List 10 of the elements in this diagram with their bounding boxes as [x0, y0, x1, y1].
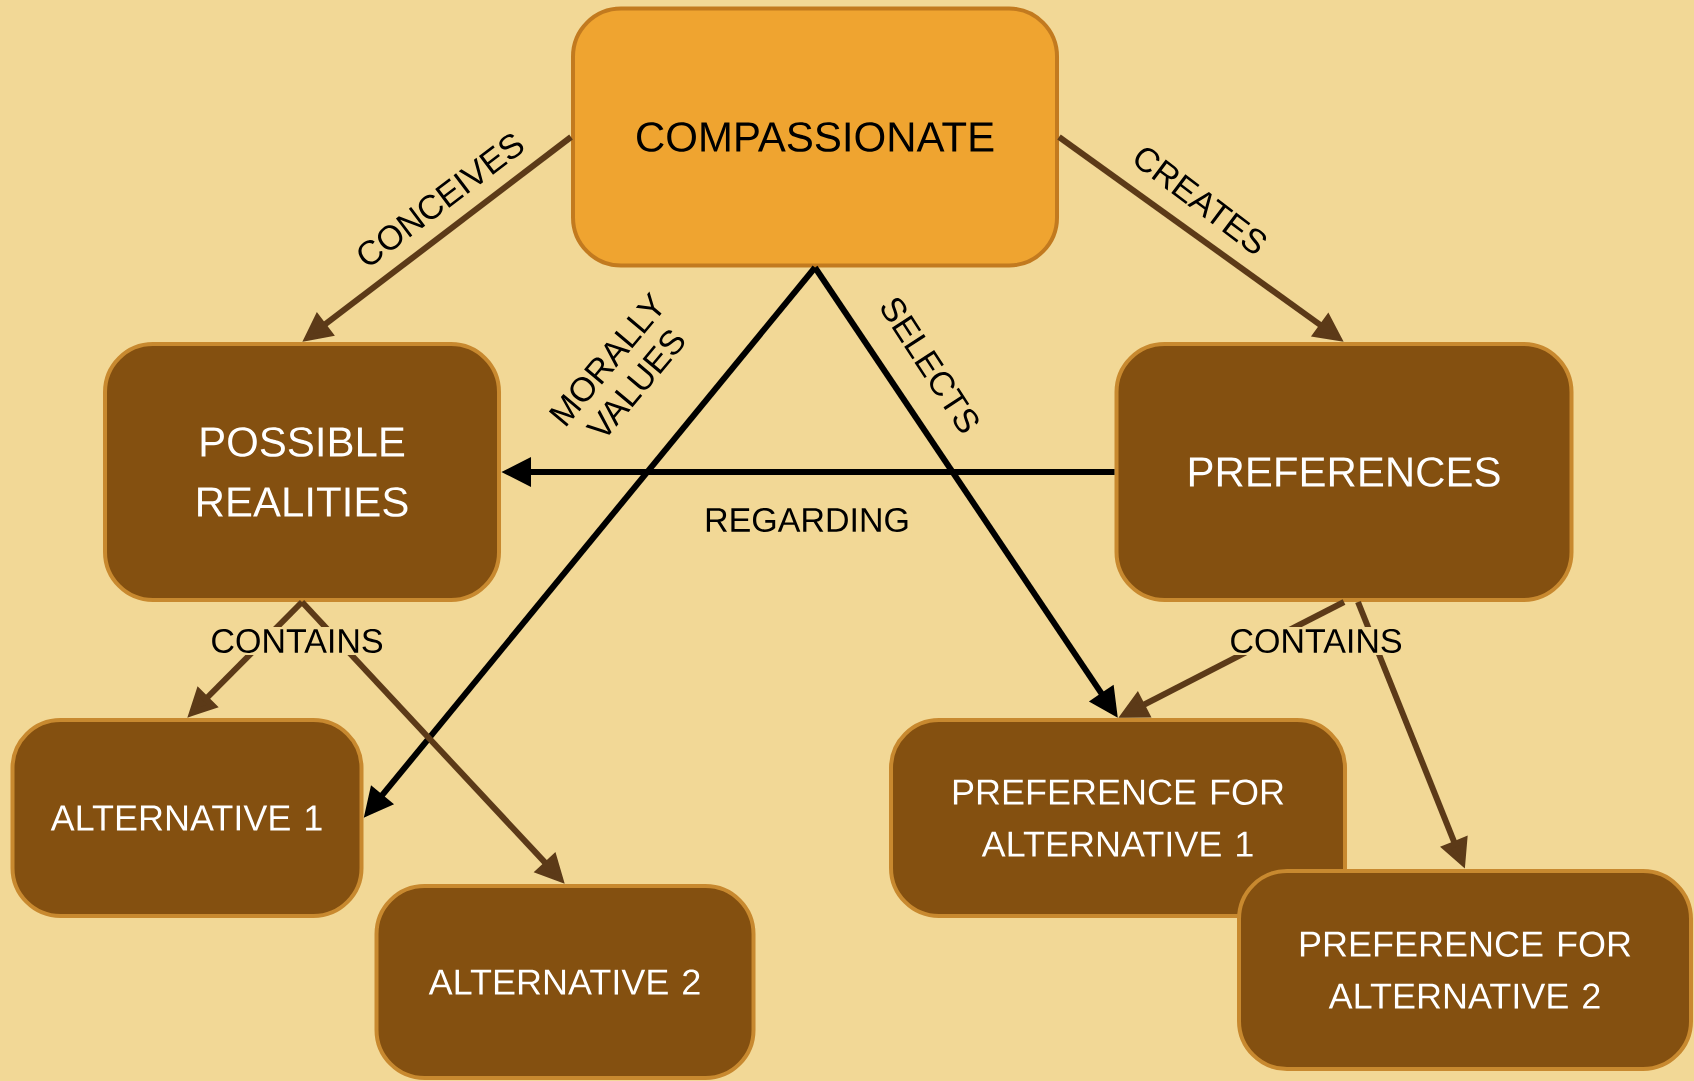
- concept-box: PREFERENCES: [1114, 342, 1574, 602]
- edge-label: CONTAINS: [1227, 626, 1405, 656]
- concept-box: ALTERNATIVE 1: [10, 718, 364, 918]
- concept-box: ALTERNATIVE 2: [374, 884, 756, 1080]
- concept-box: POSSIBLE REALITIES: [103, 342, 501, 602]
- edge-label: REGARDING: [702, 505, 912, 535]
- edge-label: CONTAINS: [208, 626, 386, 656]
- concept-box: PREFERENCE FOR ALTERNATIVE 2: [1237, 869, 1693, 1071]
- concept-box: COMPASSIONATE: [571, 6, 1059, 268]
- concept-box: PREFERENCE FOR ALTERNATIVE 1: [889, 718, 1347, 918]
